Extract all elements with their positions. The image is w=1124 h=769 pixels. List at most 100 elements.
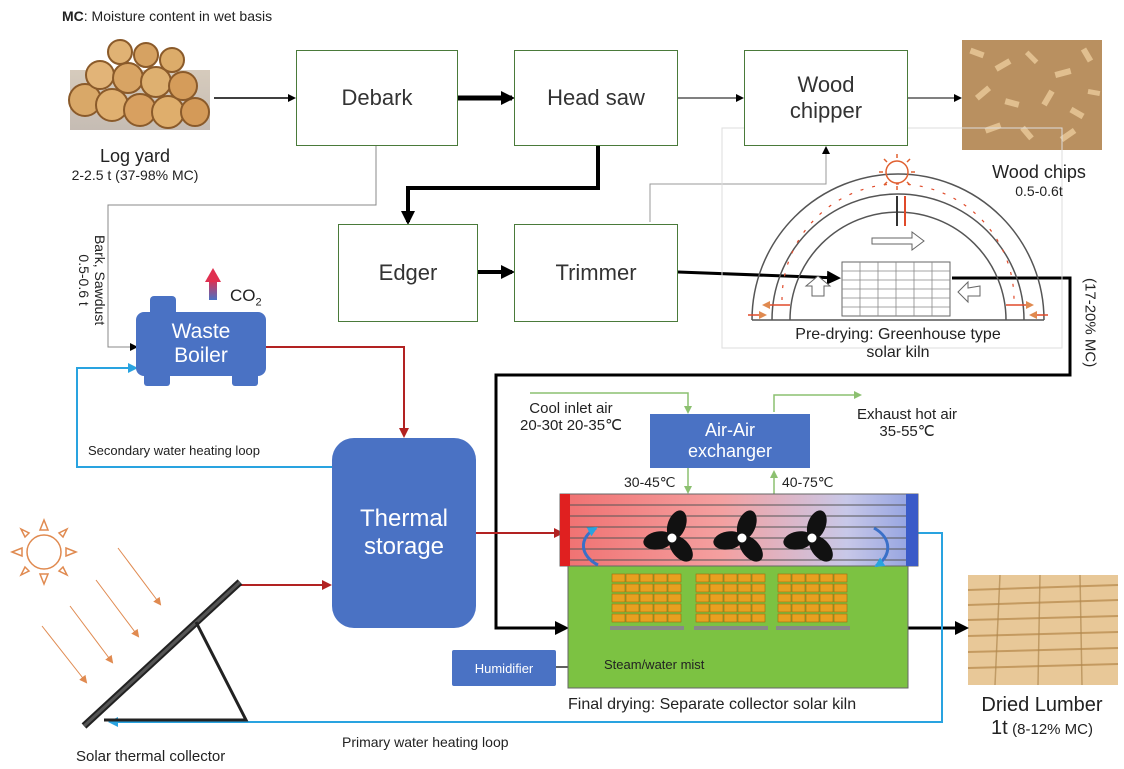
trimmer-box: Trimmer: [514, 224, 678, 322]
kiln-fans: [643, 510, 833, 562]
lumber-board: [737, 613, 752, 623]
debark-box: Debark: [296, 50, 458, 146]
lumber-board: [805, 603, 820, 613]
stack-base: [610, 626, 684, 630]
lumber-board: [611, 583, 626, 593]
predrying-line-2: solar kiln: [866, 344, 930, 362]
fan-icon: [783, 510, 833, 562]
sun-icon-large: [9, 517, 79, 587]
lumber-board: [639, 593, 654, 603]
boiler-top-knob: [150, 296, 176, 316]
lumber-board: [833, 573, 848, 583]
lumber-board: [819, 593, 834, 603]
lumber-board: [695, 603, 710, 613]
lumber-board: [751, 583, 766, 593]
lumber-board: [625, 583, 640, 593]
head-saw-box: Head saw: [514, 50, 678, 146]
thermal-storage-label-1: Thermal: [359, 505, 449, 532]
fan-hub: [734, 530, 750, 546]
humidifier-unit: Humidifier: [452, 650, 556, 686]
lumber-board: [805, 573, 820, 583]
lumber-board: [737, 603, 752, 613]
bark-line-2: 0.5-0.6 t: [76, 254, 92, 306]
lumber-board: [805, 593, 820, 603]
lumber-board: [819, 583, 834, 593]
fan-hub: [664, 530, 680, 546]
final-drying-label: Final drying: Separate collector solar k…: [568, 696, 857, 713]
temp-out-label: 40-75℃: [782, 474, 834, 490]
lumber-board: [833, 603, 848, 613]
lumber-board: [723, 593, 738, 603]
lumber-board: [833, 593, 848, 603]
lumber-board: [777, 603, 792, 613]
lumber-board: [777, 583, 792, 593]
lumber-board: [723, 613, 738, 623]
lumber-board: [639, 613, 654, 623]
wood-chipper-label-2: chipper: [789, 98, 863, 123]
legend-text: : Moisture content in wet basis: [83, 8, 273, 24]
lumber-board: [695, 573, 710, 583]
lumber-board: [791, 573, 806, 583]
dried-lumber-title: Dried Lumber: [981, 694, 1103, 716]
bark-line-1: Bark, Sawdust: [92, 234, 109, 326]
dried-lumber-amount-big: 1t: [991, 717, 1008, 739]
wood-chipper-box: Wood chipper: [744, 50, 908, 146]
steam-label: Steam/water mist: [604, 657, 705, 672]
predrying-line-1: Pre-drying: Greenhouse type: [795, 326, 1001, 343]
side-mc-label: (17-20% MC): [1081, 278, 1099, 368]
stack-base: [776, 626, 850, 630]
co2-arrow-icon: [205, 268, 221, 300]
cold-water-lines: [76, 363, 943, 727]
thermal-storage-tank: Thermal storage: [332, 438, 476, 628]
fan-hub: [804, 530, 820, 546]
wood-chips-title: Wood chips: [992, 162, 1086, 182]
lumber-board: [625, 613, 640, 623]
lumber-board: [695, 583, 710, 593]
co2-subscript: 2: [255, 296, 262, 309]
dried-lumber-photo: [967, 574, 1119, 686]
log-yard-label: Log yard 2-2.5 t (37-98% MC): [60, 146, 210, 183]
lumber-board: [709, 603, 724, 613]
lumber-board: [667, 603, 682, 613]
lumber-board: [695, 613, 710, 623]
lumber-board: [653, 593, 668, 603]
exhaust-label: Exhaust hot air 35-55℃: [832, 406, 982, 441]
lumber-board: [723, 603, 738, 613]
solar-collector-label: Solar thermal collector: [76, 748, 226, 765]
lumber-board: [777, 613, 792, 623]
boiler-foot-right: [232, 372, 258, 386]
predrying-label: Pre-drying: Greenhouse type solar kiln: [752, 326, 1044, 363]
lumber-board: [791, 593, 806, 603]
lumber-board: [819, 603, 834, 613]
boiler-label-1: Waste: [171, 320, 231, 343]
lumber-board: [819, 613, 834, 623]
lumber-board: [777, 593, 792, 603]
sun-icon-small: [879, 154, 915, 190]
lumber-board: [695, 593, 710, 603]
lumber-stack: [776, 573, 850, 630]
thermal-storage-label-2: storage: [363, 533, 445, 560]
lumber-board: [709, 583, 724, 593]
air-flow-lines: [530, 391, 862, 494]
lumber-board: [833, 613, 848, 623]
lumber-board: [611, 613, 626, 623]
lumber-board: [737, 583, 752, 593]
lumber-board: [611, 573, 626, 583]
legend-abbr: MC: [62, 8, 84, 24]
boiler-foot-left: [144, 372, 170, 386]
temp-in-label: 30-45℃: [624, 474, 676, 490]
lumber-board: [639, 583, 654, 593]
dried-lumber-amount: 1t (8-12% MC): [960, 717, 1124, 740]
log-yard-photo: [66, 39, 214, 132]
lumber-board: [805, 583, 820, 593]
log-yard-amount: 2-2.5 t (37-98% MC): [71, 166, 199, 183]
lumber-board: [819, 573, 834, 583]
lumber-board: [611, 593, 626, 603]
process-flow-arrows: [107, 91, 1072, 671]
lumber-board: [791, 603, 806, 613]
air-air-exchanger: Air-Air exchanger: [650, 414, 810, 468]
exchanger-label-2: exchanger: [687, 441, 773, 461]
dried-lumber-amount-small: (8-12% MC): [1012, 721, 1093, 738]
lumber-board: [791, 613, 806, 623]
